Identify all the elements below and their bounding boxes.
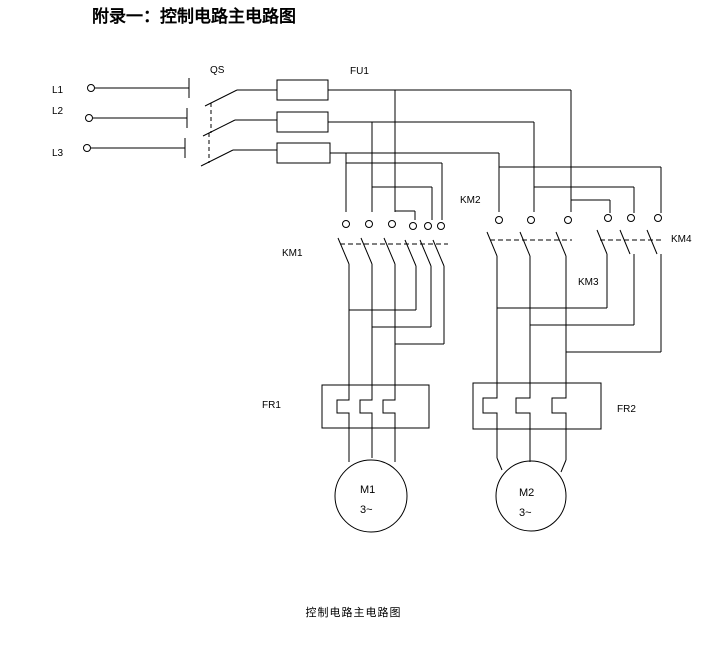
label-m2: M2 — [519, 487, 534, 499]
terminal-l1 — [87, 84, 95, 92]
figure-caption: 控制电路主电路图 — [305, 606, 402, 619]
km1-contactor: KM1 — [282, 220, 448, 385]
terminal-l3 — [83, 144, 91, 152]
label-l2: L2 — [52, 106, 64, 117]
label-km4: KM4 — [671, 234, 692, 245]
fr2-thermal-relay: FR2 — [472, 382, 636, 473]
motor-m1-symbol — [334, 459, 408, 533]
terminal-l2 — [85, 114, 93, 122]
label-km1: KM1 — [282, 248, 303, 259]
bus-wiring — [345, 90, 662, 220]
motor-m2-symbol — [495, 460, 567, 532]
fu1-fuses: FU1 — [276, 66, 571, 164]
fr1-thermal-relay: FR1 — [262, 384, 430, 462]
label-l1: L1 — [52, 85, 64, 96]
fuse-2 — [276, 111, 329, 133]
label-fr2: FR2 — [617, 404, 636, 415]
label-km3: KM3 — [578, 277, 599, 288]
label-l3: L3 — [52, 148, 64, 159]
fr2-box — [472, 382, 602, 430]
supply-terminals: L1 L2 L3 — [52, 84, 189, 159]
label-km2: KM2 — [460, 195, 481, 206]
km2-km4-contactors: KM2 KM4 KM3 — [460, 195, 692, 383]
label-m2-phase: 3~ — [519, 507, 532, 519]
label-qs: QS — [210, 65, 225, 76]
label-m1-phase: 3~ — [360, 504, 373, 516]
label-fr1: FR1 — [262, 400, 281, 411]
page-title: 附录一：控制电路主电路图 — [92, 7, 296, 27]
motor-m2: M2 3~ — [495, 460, 567, 532]
label-fu1: FU1 — [350, 66, 369, 77]
fuse-1 — [276, 79, 329, 101]
motor-m1: M1 3~ — [334, 459, 408, 533]
fr1-box — [321, 384, 430, 429]
label-m1: M1 — [360, 484, 375, 496]
qs-switch: QS — [184, 65, 277, 167]
fuse-3 — [276, 142, 331, 164]
